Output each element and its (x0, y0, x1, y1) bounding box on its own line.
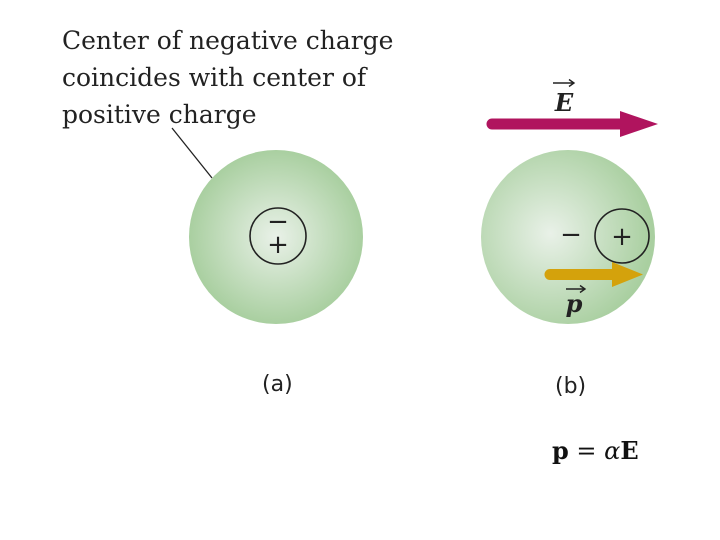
polarization-formula: p = αE (552, 436, 639, 465)
electric-field-overarrow (553, 80, 574, 87)
positive-charge-symbol: + (611, 222, 633, 252)
electric-field-label: E (554, 88, 574, 117)
positive-charge-symbol: + (267, 230, 289, 260)
caption-line: positive charge (62, 96, 393, 133)
formula-polarizability-symbol: α (604, 437, 620, 465)
formula-equals: = (576, 437, 596, 465)
panel-b-label: (b) (555, 374, 586, 399)
caption-leader-line (172, 128, 212, 178)
charge-center-caption: Center of negative charge coincides with… (62, 22, 393, 133)
panel-b: E − + p (481, 80, 658, 325)
formula-field-symbol: E (620, 436, 638, 465)
caption-line: coincides with center of (62, 59, 393, 96)
panel-a: − + (189, 150, 363, 324)
caption-line: Center of negative charge (62, 22, 393, 59)
dipole-moment-label: p (566, 289, 583, 318)
negative-charge-symbol: − (560, 220, 582, 250)
panel-a-label: (a) (262, 372, 293, 397)
formula-dipole-symbol: p (552, 436, 569, 465)
